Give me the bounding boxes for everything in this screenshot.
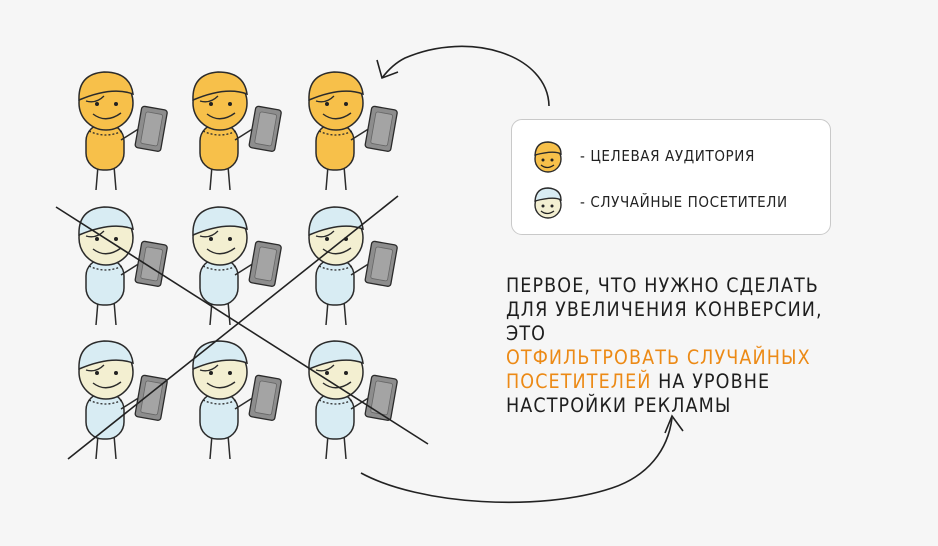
cross-line-2: [67, 195, 399, 460]
top-curved-arrow: [381, 45, 550, 107]
target-audience-figure: [308, 71, 398, 191]
random-visitor-figure: [308, 206, 398, 326]
message-line-2: ДЛЯ УВЕЛИЧЕНИЯ КОНВЕРСИИ, ЭТО: [506, 298, 823, 345]
legend-target-label: - ЦЕЛЕВАЯ АУДИТОРИЯ: [580, 147, 755, 165]
legend-row-random: - СЛУЧАЙНЫЕ ПОСЕТИТЕЛИ: [528, 180, 788, 224]
random-face-icon: [534, 187, 562, 219]
message-line-4: ПОСЕТИТЕЛЕЙ НА УРОВНЕ: [506, 370, 866, 394]
message-line-4-highlight: ПОСЕТИТЕЛЕЙ: [506, 370, 652, 393]
random-visitor-figure: [308, 340, 398, 460]
target-audience-figure: [192, 71, 282, 191]
message-line-4-rest: НА УРОВНЕ: [651, 370, 771, 393]
legend-random-label: - СЛУЧАЙНЫЕ ПОСЕТИТЕЛИ: [580, 193, 788, 211]
legend-row-target: - ЦЕЛЕВАЯ АУДИТОРИЯ: [528, 134, 755, 178]
bottom-arrow-head: [664, 414, 684, 434]
message-line-1: ПЕРВОЕ, ЧТО НУЖНО СДЕЛАТЬ: [506, 274, 819, 297]
random-visitor-figure: [192, 340, 282, 460]
cross-line-1: [55, 206, 429, 445]
message-line-5: НАСТРОЙКИ РЕКЛАМЫ: [506, 394, 732, 417]
target-audience-figure: [78, 71, 168, 191]
message-line-3-highlight: ОТФИЛЬТРОВАТЬ СЛУЧАЙНЫХ: [506, 346, 811, 369]
target-face-icon: [534, 141, 562, 173]
legend-box: - ЦЕЛЕВАЯ АУДИТОРИЯ - СЛУЧАЙНЫЕ ПОСЕТИТЕ…: [511, 119, 831, 235]
bottom-curved-arrow: [360, 417, 673, 504]
random-visitor-figure: [192, 206, 282, 326]
top-arrow-head: [376, 59, 399, 80]
random-visitor-figure: [78, 206, 168, 326]
main-message: ПЕРВОЕ, ЧТО НУЖНО СДЕЛАТЬ ДЛЯ УВЕЛИЧЕНИЯ…: [506, 274, 866, 418]
people-grid: [78, 71, 398, 460]
random-visitor-figure: [78, 340, 168, 460]
